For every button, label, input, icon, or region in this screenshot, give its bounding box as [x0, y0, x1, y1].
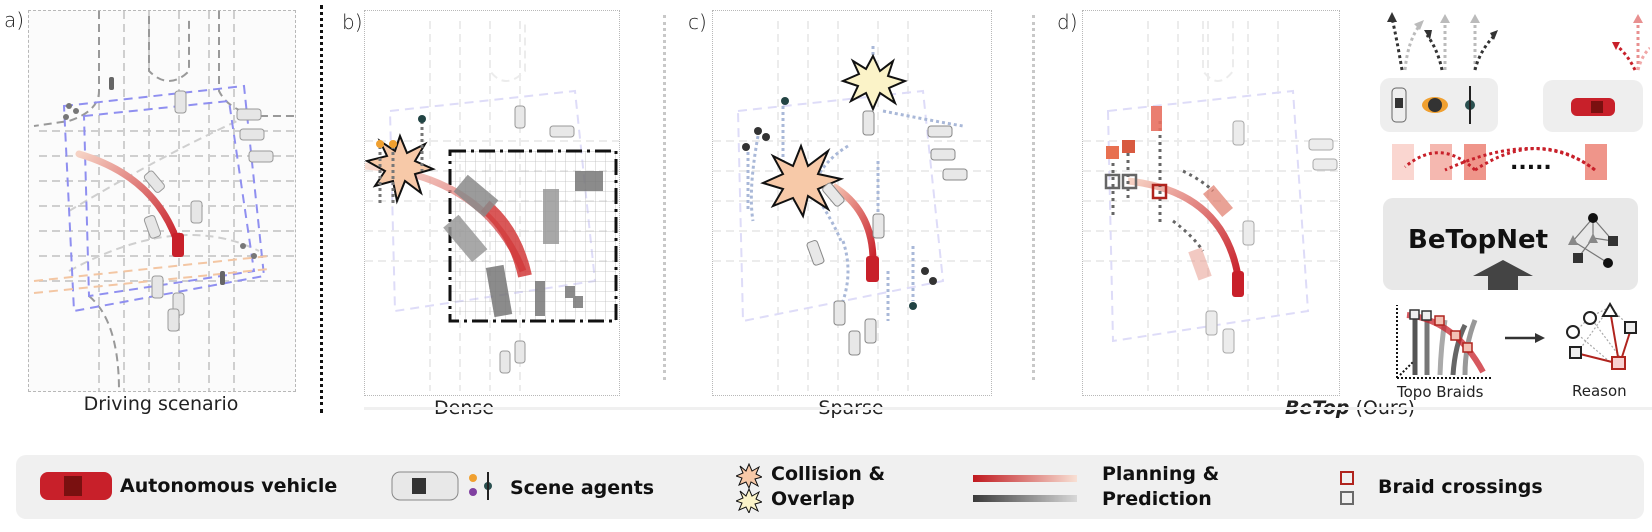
collision-icon: [736, 463, 762, 513]
separator-c-d: [1032, 15, 1035, 380]
ego-vehicle-sparse: [866, 256, 879, 282]
legend-braid-crossings: Braid crossings: [1378, 476, 1543, 498]
scene-car-icon: [391, 471, 459, 501]
scene-agent-group: [1380, 78, 1498, 132]
token-row: .....: [1392, 144, 1607, 180]
pedestrian-cyclist-icon: [469, 472, 492, 500]
panel-c-scene: [712, 10, 992, 396]
ego-car-icon: [1571, 98, 1615, 116]
agent-highlights: [1106, 106, 1234, 281]
legend-planning-line1: Planning &: [1102, 463, 1220, 485]
legend-collision-line1: Collision &: [771, 463, 886, 485]
legend-planning: Planning & Prediction: [1102, 462, 1219, 512]
ego-vehicle-d: [1232, 271, 1244, 297]
panel-a-caption: Driving scenario: [83, 393, 239, 415]
separator-a-b: [320, 5, 323, 413]
scene-agent-cars: [143, 90, 274, 332]
braid-crossing-red-icon: [1340, 471, 1354, 485]
betopnet-title: BeTopNet: [1408, 225, 1549, 255]
planning-trajectory: [75, 150, 181, 245]
lane-lines: [39, 11, 295, 391]
token: [1430, 144, 1452, 180]
reason-label: Reason: [1572, 382, 1627, 400]
pedestrians: [63, 103, 257, 259]
collision-star: [365, 133, 436, 205]
legend-collision-line2: Overlap: [771, 488, 855, 510]
ego-group: [1543, 80, 1643, 132]
planning-gradient-swatch: [973, 475, 1077, 482]
scene-d-map: [1083, 21, 1339, 391]
token: [1585, 144, 1607, 180]
sparse-agent-cars: [806, 110, 968, 356]
legend-autonomous-vehicle: Autonomous vehicle: [120, 475, 338, 497]
legend-planning-line2: Prediction: [1102, 488, 1212, 510]
panel-b-label: b): [342, 10, 363, 34]
scene-b-map: [365, 21, 619, 391]
ego-vehicle: [172, 233, 184, 257]
legend-bar: Autonomous vehicle Scene agents Collisio…: [16, 455, 1644, 519]
braid-crossing-gray-icon: [1340, 491, 1354, 505]
panel-a-scene: [28, 10, 296, 392]
agent-icons: [1391, 86, 1475, 124]
multimodal-arrows: [1387, 12, 1650, 71]
dense-agent-occupancy: [443, 171, 603, 318]
panel-b-scene: [364, 10, 620, 396]
collision-star-large: [760, 143, 845, 219]
dense-ego-occupancy: [480, 200, 532, 278]
reason-graph: [1566, 302, 1637, 370]
panel-d-label: d): [1057, 10, 1078, 34]
overlap-star: [840, 53, 908, 112]
panel-a-label: a): [4, 8, 25, 32]
separator-b-c: [663, 15, 666, 380]
legend-collision: Collision & Overlap: [771, 462, 885, 512]
legend-scene-agents: Scene agents: [510, 477, 655, 499]
up-arrow-icon: [1473, 260, 1533, 290]
ellipsis: .....: [1510, 150, 1552, 175]
prediction-gradient-swatch: [973, 495, 1077, 502]
panel-d-scene: [1082, 10, 1340, 396]
scene-a-map: [33, 11, 295, 391]
topo-braids-label: Topo Braids: [1397, 383, 1484, 401]
betopnet-block: BeTopNet: [1383, 198, 1638, 290]
token: [1392, 144, 1414, 180]
token: [1464, 144, 1486, 180]
graph-icon: [1568, 213, 1618, 268]
planning-trajectory-d: [1127, 177, 1242, 277]
transition-arrow-icon: [1505, 333, 1545, 343]
caption-divider: [364, 407, 1652, 410]
braid-predictions: [1111, 121, 1215, 252]
dense-grid-boundary: [448, 149, 618, 323]
scene-c-map: [713, 21, 991, 391]
topo-braids-diagram: [1396, 305, 1493, 379]
braid-crossing-markers: [1104, 173, 1168, 200]
panel-c-label: c): [688, 10, 707, 34]
autonomous-vehicle-icon: [40, 472, 112, 500]
